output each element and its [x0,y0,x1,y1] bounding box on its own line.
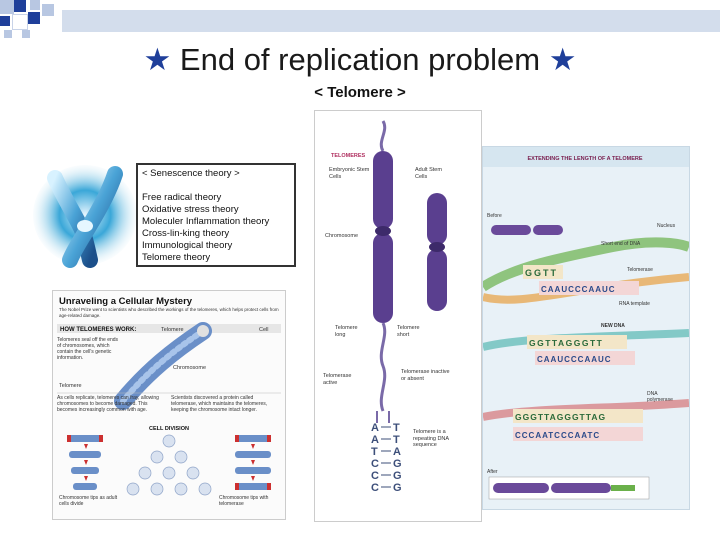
seq-right-base: G [393,470,402,482]
seq-right-base: G [393,482,402,494]
extending-title: EXTENDING THE LENGTH OF A TELOMERE [527,156,642,162]
cellular-mystery-figure: Unraveling a Cellular Mystery The Nobel … [52,290,286,520]
chromosome-label: Chromosome [325,233,358,239]
new-dna-label: NEW DNA [601,323,625,329]
adult-label: Adult Stem Cells [415,167,442,180]
caption-left: Chromosome tips as adult cells divide [59,495,118,507]
star-icon: ★ [548,42,577,77]
telomere-label: Telomere [161,327,184,333]
row3-top-seq: GGGTTAGGGTTAG [515,412,606,422]
telomeres-header: TELOMERES [331,153,366,159]
corner-decoration [0,0,720,40]
slide-title-text: End of replication problem [179,42,541,77]
row1-top-seq: GGTT [525,268,558,278]
seq-left-base: C [371,458,379,470]
how-label: HOW TELOMERES WORK: [60,327,136,333]
theory-item: Cross-lin-king theory [142,228,230,239]
before-label: Before [487,213,502,219]
senescence-theory-box: < Senescence theory > Free radical theor… [136,163,296,267]
theory-item: Moleculer Inflammation theory [142,216,270,227]
chromosome-label: Chromosome [173,365,206,371]
short-label: Telomere short [397,325,420,338]
telomeres-figure: TELOMERES Embryonic Stem Cells Adult Ste… [314,110,482,522]
dna-ladder [376,411,390,423]
nucleus-label: Nucleus [657,223,676,229]
star-icon: ★ [143,42,172,77]
row3-bottom-seq: CCCAATCCCAATC [515,431,600,440]
theory-item: Free radical theory [142,192,222,203]
seq-left-base: C [371,470,379,482]
theory-item: Oxidative stress theory [142,204,239,215]
short-end-label: Short end of DNA [601,241,641,247]
cell-division-label: CELL DIVISION [149,426,189,432]
row2-bottom-seq: CAAUCCCAAUC [537,355,612,364]
mystery-title: Unraveling a Cellular Mystery [59,296,193,307]
row2-top-seq: GGTTAGGGTT [529,338,603,348]
mystery-bottom-right-text: Scientists discovered a protein called t… [171,395,268,413]
long-label: Telomere long [335,325,358,338]
seq-right-base: T [393,422,400,434]
telomerase-label: Telomerase [627,267,653,273]
seq-right-base: A [393,446,401,458]
row1-bottom-seq: CAAUCCCAAUC [541,285,616,294]
theory-heading: < Senescence theory > [142,168,240,179]
seq-right-base: G [393,458,402,470]
extending-telomere-figure: EXTENDING THE LENGTH OF A TELOMERE Befor… [482,146,690,510]
long-chromosome [373,120,393,412]
seq-left-base: T [371,446,378,458]
active-label: Telomerase active [323,373,352,386]
embryonic-label: Embryonic Stem Cells [329,167,370,180]
mystery-left-text: Telomeres seal off the ends of chromosom… [57,337,119,361]
header-band [62,10,720,32]
after-label: After [487,469,498,475]
telomere-label-2: Telomere [59,383,82,389]
mystery-intro: The Nobel Prize went to scientists who d… [59,307,279,318]
seq-left-base: A [371,434,379,446]
cell-label: Cell [259,327,268,333]
rna-template-label: RNA template [619,301,650,307]
inactive-label: Telomerase inactive or absent [401,369,450,382]
chromosome-photo-icon [30,160,140,270]
short-chromosome [427,193,447,311]
caption-right: Chromosome tips with telomerase [219,495,269,507]
repeating-label: Telomere is a repeating DNA sequence [413,429,449,448]
theory-item: Immunological theory [142,240,233,251]
seq-left-base: A [371,422,379,434]
slide-title: ★ End of replication problem ★ [0,42,720,78]
seq-right-base: T [393,434,400,446]
theory-item: Telomere theory [142,252,211,263]
slide-subtitle: < Telomere > [314,84,406,101]
seq-left-base: C [371,482,379,494]
mystery-bottom-left-text: As cells replicate, telomeres can fray, … [57,395,159,413]
dna-polymerase-label: DNA polymerase [647,391,673,403]
